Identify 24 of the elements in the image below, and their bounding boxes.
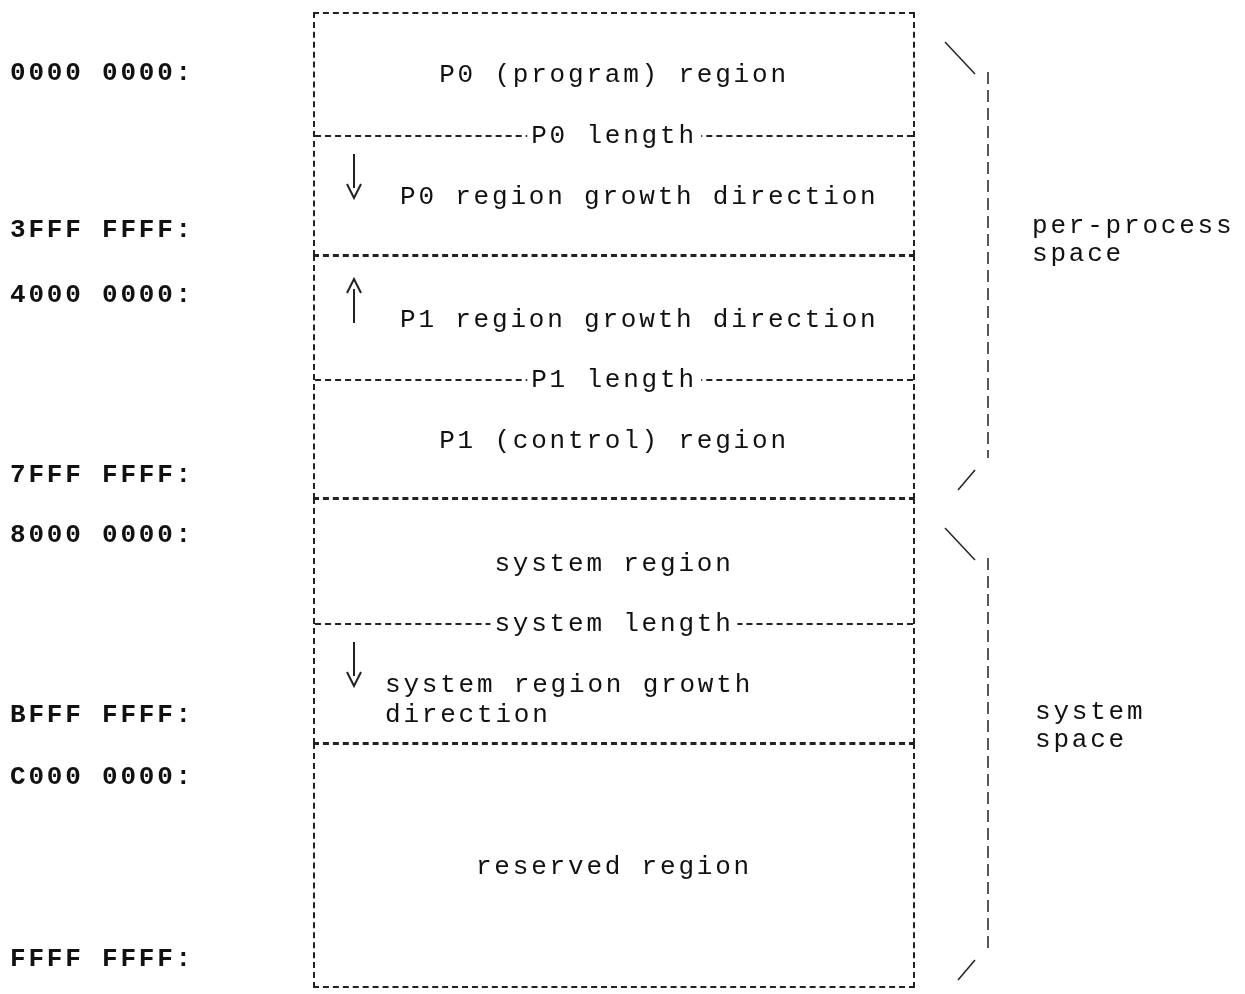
address-label: BFFF FFFF: bbox=[10, 700, 195, 730]
growth-direction-label: P0 region growth direction bbox=[400, 182, 879, 212]
memory-region-box bbox=[313, 12, 915, 256]
space-label: system space bbox=[1035, 698, 1147, 754]
region-label: P0 (program) region bbox=[438, 60, 790, 90]
address-label: 0000 0000: bbox=[10, 58, 195, 88]
address-label: 7FFF FFFF: bbox=[10, 460, 195, 490]
memory-region-box bbox=[313, 498, 915, 744]
region-label: reserved region bbox=[474, 852, 753, 882]
region-label: P1 (control) region bbox=[438, 426, 790, 456]
memory-region-box bbox=[313, 743, 915, 988]
space-label: per-process space bbox=[1032, 212, 1236, 268]
length-label: P0 length bbox=[527, 121, 701, 151]
growth-direction-label: system region growth direction bbox=[385, 670, 755, 730]
address-label: 3FFF FFFF: bbox=[10, 215, 195, 245]
address-label: FFFF FFFF: bbox=[10, 944, 195, 974]
address-label: C000 0000: bbox=[10, 762, 195, 792]
length-label: P1 length bbox=[527, 365, 701, 395]
region-label: system region bbox=[493, 549, 735, 579]
address-label: 8000 0000: bbox=[10, 520, 195, 550]
growth-direction-label: P1 region growth direction bbox=[400, 305, 879, 335]
length-label: system length bbox=[490, 609, 738, 639]
memory-region-box bbox=[313, 255, 915, 499]
address-label: 4000 0000: bbox=[10, 280, 195, 310]
